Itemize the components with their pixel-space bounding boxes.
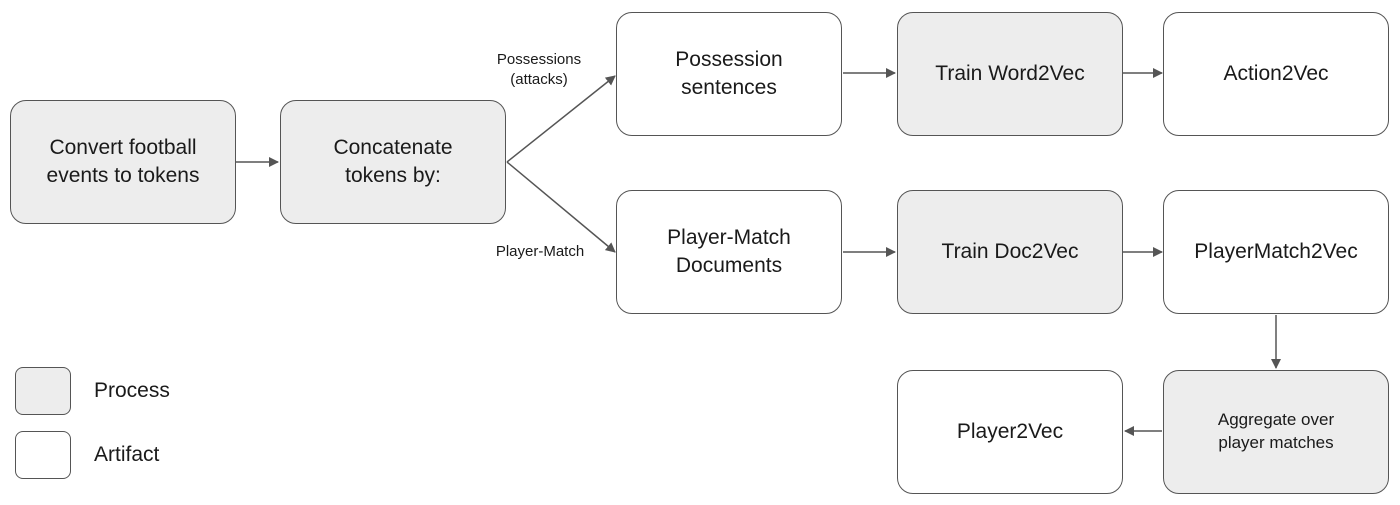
- node-player2vec: Player2Vec: [897, 370, 1123, 494]
- node-train-doc2vec-label: Train Doc2Vec: [941, 239, 1079, 263]
- node-train-word2vec: Train Word2Vec: [897, 12, 1123, 136]
- arrow-concatenate-to-playermatch: [506, 161, 616, 253]
- node-concatenate-label: Concatenate tokens by:: [333, 135, 453, 187]
- node-convert-events: Convert football events to tokens: [10, 100, 236, 224]
- node-aggregate: Aggregate over player matches: [1163, 370, 1389, 494]
- node-possession-sentences: Possession sentences: [616, 12, 842, 136]
- node-aggregate-label: Aggregate over player matches: [1217, 410, 1335, 452]
- node-train-doc2vec: Train Doc2Vec: [897, 190, 1123, 314]
- node-action2vec-label: Action2Vec: [1223, 61, 1329, 85]
- legend-artifact-swatch: [15, 431, 71, 479]
- node-possession-sentences-label: Possession sentences: [675, 47, 783, 99]
- node-player-match-documents: Player-Match Documents: [616, 190, 842, 314]
- node-player2vec-label: Player2Vec: [956, 419, 1064, 443]
- edge-label-possessions: Possessions (attacks): [496, 51, 582, 88]
- node-concatenate: Concatenate tokens by:: [280, 100, 506, 224]
- legend-artifact-label: Artifact: [94, 443, 160, 466]
- node-player-match-documents-label: Player-Match Documents: [667, 225, 791, 277]
- node-action2vec: Action2Vec: [1163, 12, 1389, 136]
- legend-process-label: Process: [94, 379, 170, 402]
- edge-label-player-match: Player-Match: [495, 243, 585, 260]
- legend-process-swatch: [15, 367, 71, 415]
- node-playermatch2vec-label: PlayerMatch2Vec: [1194, 239, 1358, 263]
- node-playermatch2vec: PlayerMatch2Vec: [1163, 190, 1389, 314]
- node-train-word2vec-label: Train Word2Vec: [935, 61, 1085, 85]
- arrow-concatenate-to-possession: [506, 75, 616, 163]
- node-convert-events-label: Convert football events to tokens: [46, 135, 200, 187]
